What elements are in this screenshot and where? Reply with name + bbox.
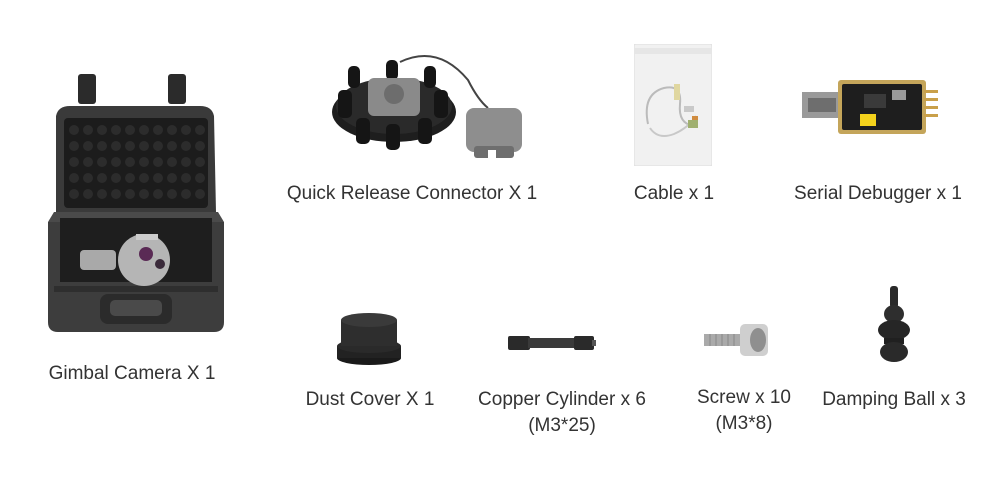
- copper-cylinder-label: Copper Cylinder x 6: [478, 389, 646, 410]
- copper-cylinder-image: [508, 336, 596, 350]
- quick-release-connector-label: Quick Release Connector X 1: [286, 183, 538, 204]
- cable-label: Cable x 1: [633, 183, 715, 204]
- copper-cylinder-spec: (M3*25): [528, 415, 596, 436]
- screw-spec: (M3*8): [715, 413, 773, 434]
- serial-debugger-label: Serial Debugger x 1: [794, 183, 962, 204]
- dust-cover-image: [337, 313, 401, 365]
- serial-debugger-image: [802, 80, 938, 134]
- gimbal-camera-label: Gimbal Camera X 1: [48, 363, 216, 384]
- screw-image: [704, 324, 768, 356]
- damping-ball-image: [878, 286, 910, 362]
- gimbal-camera-case-image: [48, 74, 224, 332]
- damping-ball-label: Damping Ball x 3: [822, 389, 966, 410]
- cable-bag-image: [634, 44, 712, 166]
- screw-label: Screw x 10: [697, 387, 791, 408]
- dust-cover-label: Dust Cover X 1: [305, 389, 435, 410]
- quick-release-connector-image: [332, 55, 522, 158]
